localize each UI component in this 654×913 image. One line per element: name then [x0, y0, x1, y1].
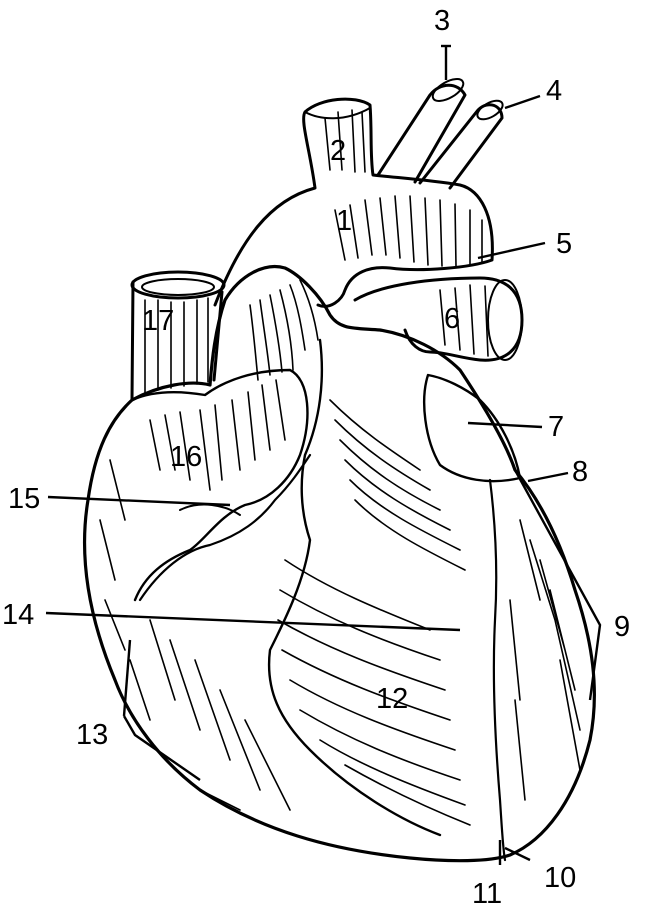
- number-labels: 1 2 3 4 5 6 7 8 9 10 11 12 13 14 15 16 1…: [2, 5, 630, 910]
- heart-outline: [82, 265, 596, 863]
- right-atrium: [130, 368, 309, 602]
- shading-lines: [99, 109, 581, 826]
- pulmonary-artery: [353, 276, 524, 362]
- leader-lines: [45, 44, 602, 865]
- label-12: 12: [376, 683, 408, 715]
- label-3: 3: [434, 5, 450, 37]
- label-6: 6: [444, 303, 460, 335]
- label-2: 2: [330, 135, 346, 167]
- label-15: 15: [8, 483, 40, 515]
- label-5: 5: [556, 228, 572, 260]
- label-9: 9: [614, 611, 630, 643]
- brachiocephalic-branches: [376, 78, 504, 190]
- aortic-arch: [213, 97, 494, 308]
- label-14: 14: [2, 599, 34, 631]
- label-7: 7: [548, 411, 564, 443]
- label-10: 10: [544, 862, 576, 894]
- label-13: 13: [76, 719, 108, 751]
- label-17: 17: [142, 305, 174, 337]
- label-4: 4: [546, 75, 562, 107]
- anterior-interventricular-sulcus: [138, 338, 507, 862]
- label-8: 8: [572, 456, 588, 488]
- label-1: 1: [336, 205, 352, 237]
- label-11: 11: [472, 878, 502, 910]
- label-16: 16: [170, 441, 202, 473]
